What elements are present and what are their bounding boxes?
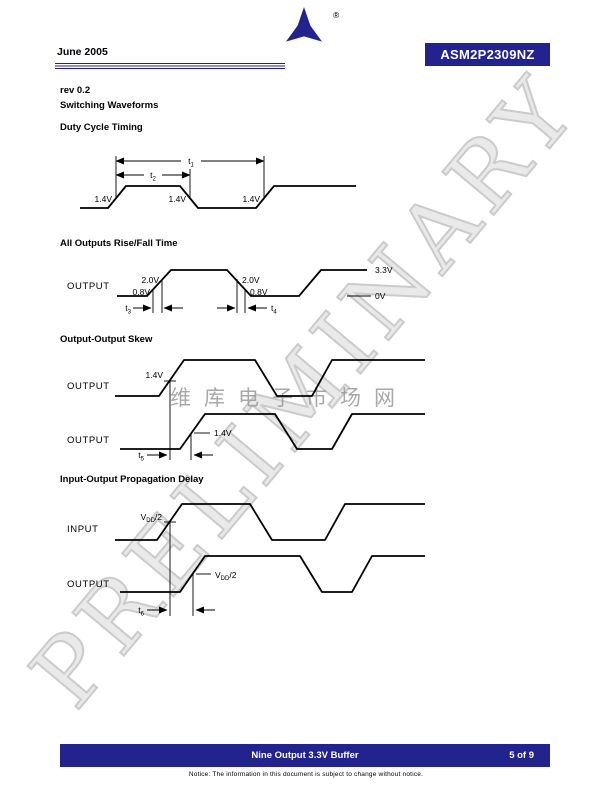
footer-bar: Nine Output 3.3V Buffer 5 of 9 [60,744,550,767]
company-logo: ® [285,7,340,42]
part-number: ASM2P2309NZ [440,47,535,62]
vhigh-label: 3.3V [375,265,393,275]
footer-notice: Notice: The information in this document… [188,771,424,778]
part-number-banner: ASM2P2309NZ [425,43,550,66]
rise-fall-title: All Outputs Rise/Fall Time [60,238,178,249]
input-wave [115,503,425,541]
prop-delay-waveform: INPUT VDD/2 OUTPUT VDD/2 t6 [67,503,425,618]
prop-delay-title: Input-Output Propagation Delay [60,474,204,485]
logo-arm-right [301,25,323,42]
output-wave [120,555,425,593]
threshold-label: VDD/2 [141,512,163,524]
duty-cycle-waveform: t1 t2 1.4V 1.4V 1.4V [80,156,356,209]
signal-label: INPUT [67,524,99,535]
output-wave [117,269,367,297]
threshold-label: 2.0V [242,275,260,285]
signal-label: OUTPUT [67,381,110,392]
threshold-label: 1.4V [169,194,187,204]
t1-label: t1 [188,156,194,169]
footer-product-title: Nine Output 3.3V Buffer [251,750,359,761]
threshold-label: VDD/2 [215,570,237,582]
signal-label: OUTPUT [67,579,110,590]
t2-label: t2 [150,170,156,183]
threshold-label: 0.8V [250,287,268,297]
t5-label: t5 [138,450,144,463]
output2-wave [120,413,425,450]
registered-mark: ® [333,10,340,20]
signal-label: OUTPUT [67,435,110,446]
revision-label: rev 0.2 [60,85,91,96]
t3-label: t3 [125,303,131,316]
t6-label: t6 [138,605,144,618]
rise-fall-waveform: OUTPUT 3.3V 0V 2.0V 0.8V t3 2.0V 0.8V t4 [67,265,393,316]
signal-label: OUTPUT [67,281,110,292]
t4-label: t4 [271,303,277,316]
section-title: Switching Waveforms [60,100,159,111]
output1-wave [115,359,425,397]
vlow-label: 0V [375,291,386,301]
threshold-label: 1.4V [146,370,164,380]
threshold-label: 1.4V [243,194,261,204]
duty-cycle-title: Duty Cycle Timing [60,122,143,133]
skew-waveform: OUTPUT 1.4V OUTPUT 1.4V t5 [67,359,425,463]
logo-arm-up [297,7,311,32]
clock-wave [80,185,356,209]
threshold-label: 1.4V [214,428,232,438]
threshold-label: 0.8V [133,287,151,297]
chinese-watermark: 维库电子市场网 [170,387,408,410]
logo-arm-left [285,25,307,42]
threshold-label: 2.0V [142,275,160,285]
threshold-label: 1.4V [95,194,113,204]
skew-title: Output-Output Skew [60,334,153,345]
footer-page-number: 5 of 9 [509,750,534,761]
header-date: June 2005 [57,46,108,58]
header-rule [55,63,285,70]
